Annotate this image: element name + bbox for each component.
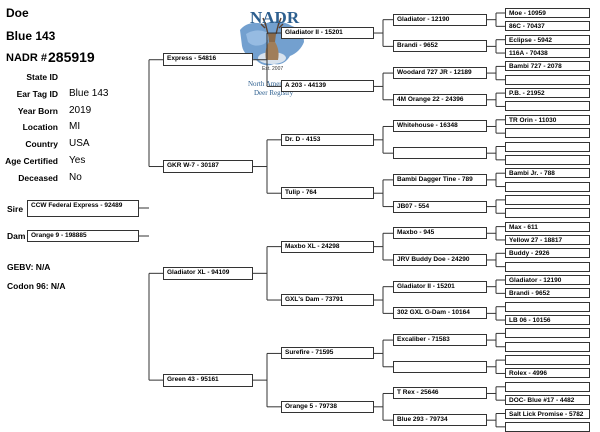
gen4-ancestor-box[interactable]: Blue 293 - 79734 <box>393 414 487 427</box>
gen4-ancestor-box[interactable]: JB07 - 554 <box>393 200 487 213</box>
gen3-ancestor-box[interactable]: Orange 5 - 79738 <box>281 400 374 413</box>
codon-96: Codon 96: N/A <box>7 281 66 291</box>
gen5-ancestor-box[interactable]: Gladiator - 12190 <box>505 275 590 285</box>
gen5-ancestor-box[interactable]: P.B. - 21952 <box>505 88 590 99</box>
gen3-ancestor-box[interactable]: Dr. D - 4153 <box>281 133 374 146</box>
dam-box[interactable]: Orange 9 - 198885 <box>27 230 139 242</box>
field-value: Blue 143 <box>69 88 109 99</box>
field-value: 2019 <box>69 105 92 116</box>
gen5-ancestor-box[interactable] <box>505 74 590 85</box>
gen5-ancestor-box[interactable] <box>505 261 590 272</box>
gen4-ancestor-box[interactable]: T Rex - 25646 <box>393 387 487 400</box>
logo-est: Est. 2007 <box>262 66 284 72</box>
gen4-ancestor-box[interactable]: Maxbo - 945 <box>393 227 487 240</box>
field-label: Age Certified <box>5 156 58 166</box>
gen4-ancestor-box[interactable] <box>393 147 487 160</box>
gen5-ancestor-box[interactable]: Salt Lick Promise - 5782 <box>505 408 590 419</box>
gen3-ancestor-box[interactable]: Tulip - 764 <box>281 187 374 200</box>
gen5-ancestor-box[interactable]: Bambi Jr. - 788 <box>505 168 590 179</box>
gen2-ancestor-box[interactable]: Green 43 - 95161 <box>163 373 253 387</box>
gen5-ancestor-box[interactable]: 86C - 70437 <box>505 21 590 32</box>
gen5-ancestor-box[interactable]: 116A - 70438 <box>505 48 590 59</box>
dam-label: Dam <box>7 231 26 241</box>
gen5-ancestor-box[interactable]: LB 06 - 10156 <box>505 315 590 326</box>
gen5-ancestor-box[interactable] <box>505 101 590 112</box>
animal-name: Blue 143 <box>6 29 56 43</box>
deer-logo-icon <box>240 17 304 66</box>
field-label: Country <box>25 139 58 149</box>
field-label: Ear Tag ID <box>16 89 58 99</box>
gen5-ancestor-box[interactable]: Brandi - 9652 <box>505 288 590 299</box>
gen2-ancestor-box[interactable]: Gladiator XL - 94109 <box>163 266 253 280</box>
gen5-ancestor-box[interactable] <box>505 355 590 366</box>
gen5-ancestor-box[interactable]: Rolex - 4996 <box>505 368 590 379</box>
field-label: Deceased <box>18 173 58 183</box>
gen4-ancestor-box[interactable]: Gladiator - 12190 <box>393 13 487 26</box>
gen5-ancestor-box[interactable]: DOC- Blue #17 - 4482 <box>505 395 590 406</box>
gen4-ancestor-box[interactable]: Bambi Dagger Tine - 789 <box>393 173 487 186</box>
gen5-ancestor-box[interactable] <box>505 341 590 352</box>
gen3-ancestor-box[interactable]: Gladiator II - 15201 <box>281 27 374 40</box>
logo-line2: Deer Registry <box>254 89 294 97</box>
gen4-ancestor-box[interactable] <box>393 360 487 373</box>
field-value: No <box>69 172 82 183</box>
gen5-ancestor-box[interactable]: Yellow 27 - 18817 <box>505 234 590 245</box>
gebv: GEBV: N/A <box>7 262 51 272</box>
nadr-number: 285919 <box>48 49 95 65</box>
gen3-ancestor-box[interactable]: GXL's Dam - 73791 <box>281 294 374 307</box>
gen3-ancestor-box[interactable]: Surefire - 71595 <box>281 347 374 360</box>
gen5-ancestor-box[interactable] <box>505 208 590 219</box>
gen5-ancestor-box[interactable]: Max - 611 <box>505 221 590 232</box>
gen5-ancestor-box[interactable] <box>505 154 590 165</box>
gen5-ancestor-box[interactable] <box>505 381 590 392</box>
gen4-ancestor-box[interactable]: 302 GXL G-Dam - 10164 <box>393 307 487 320</box>
gen5-ancestor-box[interactable] <box>505 301 590 312</box>
gen4-ancestor-box[interactable]: Excaliber - 71583 <box>393 334 487 347</box>
logo-line1: North American <box>248 80 294 88</box>
logo-title: NADR <box>250 8 300 27</box>
gen4-ancestor-box[interactable]: 4M Orange 22 - 24396 <box>393 93 487 106</box>
gen5-ancestor-box[interactable]: Buddy - 2926 <box>505 248 590 259</box>
sire-box[interactable]: CCW Federal Express - 92489 <box>27 200 139 217</box>
field-label: Location <box>22 122 58 132</box>
gen5-ancestor-box[interactable]: Moe - 10959 <box>505 8 590 18</box>
gen4-ancestor-box[interactable]: Whitehouse - 16348 <box>393 120 487 133</box>
gen5-ancestor-box[interactable]: Bambi 727 - 2078 <box>505 61 590 72</box>
gen4-ancestor-box[interactable]: Gladiator II - 15201 <box>393 280 487 293</box>
field-label: State ID <box>26 72 58 82</box>
gen3-ancestor-box[interactable]: A 203 - 44139 <box>281 80 374 93</box>
sex-title: Doe <box>6 6 29 20</box>
gen2-ancestor-box[interactable]: GKR W-7 - 30187 <box>163 160 253 174</box>
gen3-ancestor-box[interactable]: Maxbo XL - 24298 <box>281 240 374 253</box>
gen5-ancestor-box[interactable] <box>505 328 590 339</box>
field-value: USA <box>69 138 90 149</box>
gen5-ancestor-box[interactable] <box>505 128 590 139</box>
nadr-logo <box>234 8 310 84</box>
field-value: Yes <box>69 155 86 166</box>
field-label: Year Born <box>17 106 58 116</box>
gen4-ancestor-box[interactable]: JRV Buddy Doe - 24290 <box>393 253 487 266</box>
gen5-ancestor-box[interactable] <box>505 181 590 192</box>
gen5-ancestor-box[interactable] <box>505 141 590 152</box>
field-value: MI <box>69 121 81 132</box>
gen5-ancestor-box[interactable] <box>505 421 590 432</box>
nadr-label: NADR # <box>6 52 47 64</box>
gen5-ancestor-box[interactable] <box>505 194 590 205</box>
gen2-ancestor-box[interactable]: Express - 54816 <box>163 53 253 67</box>
gen4-ancestor-box[interactable]: Brandi - 9652 <box>393 40 487 53</box>
sire-label: Sire <box>7 204 24 214</box>
gen5-ancestor-box[interactable]: TR Orin - 11030 <box>505 114 590 125</box>
gen5-ancestor-box[interactable]: Eclipse - 5942 <box>505 34 590 45</box>
gen4-ancestor-box[interactable]: Woodard 727 JR - 12189 <box>393 67 487 80</box>
